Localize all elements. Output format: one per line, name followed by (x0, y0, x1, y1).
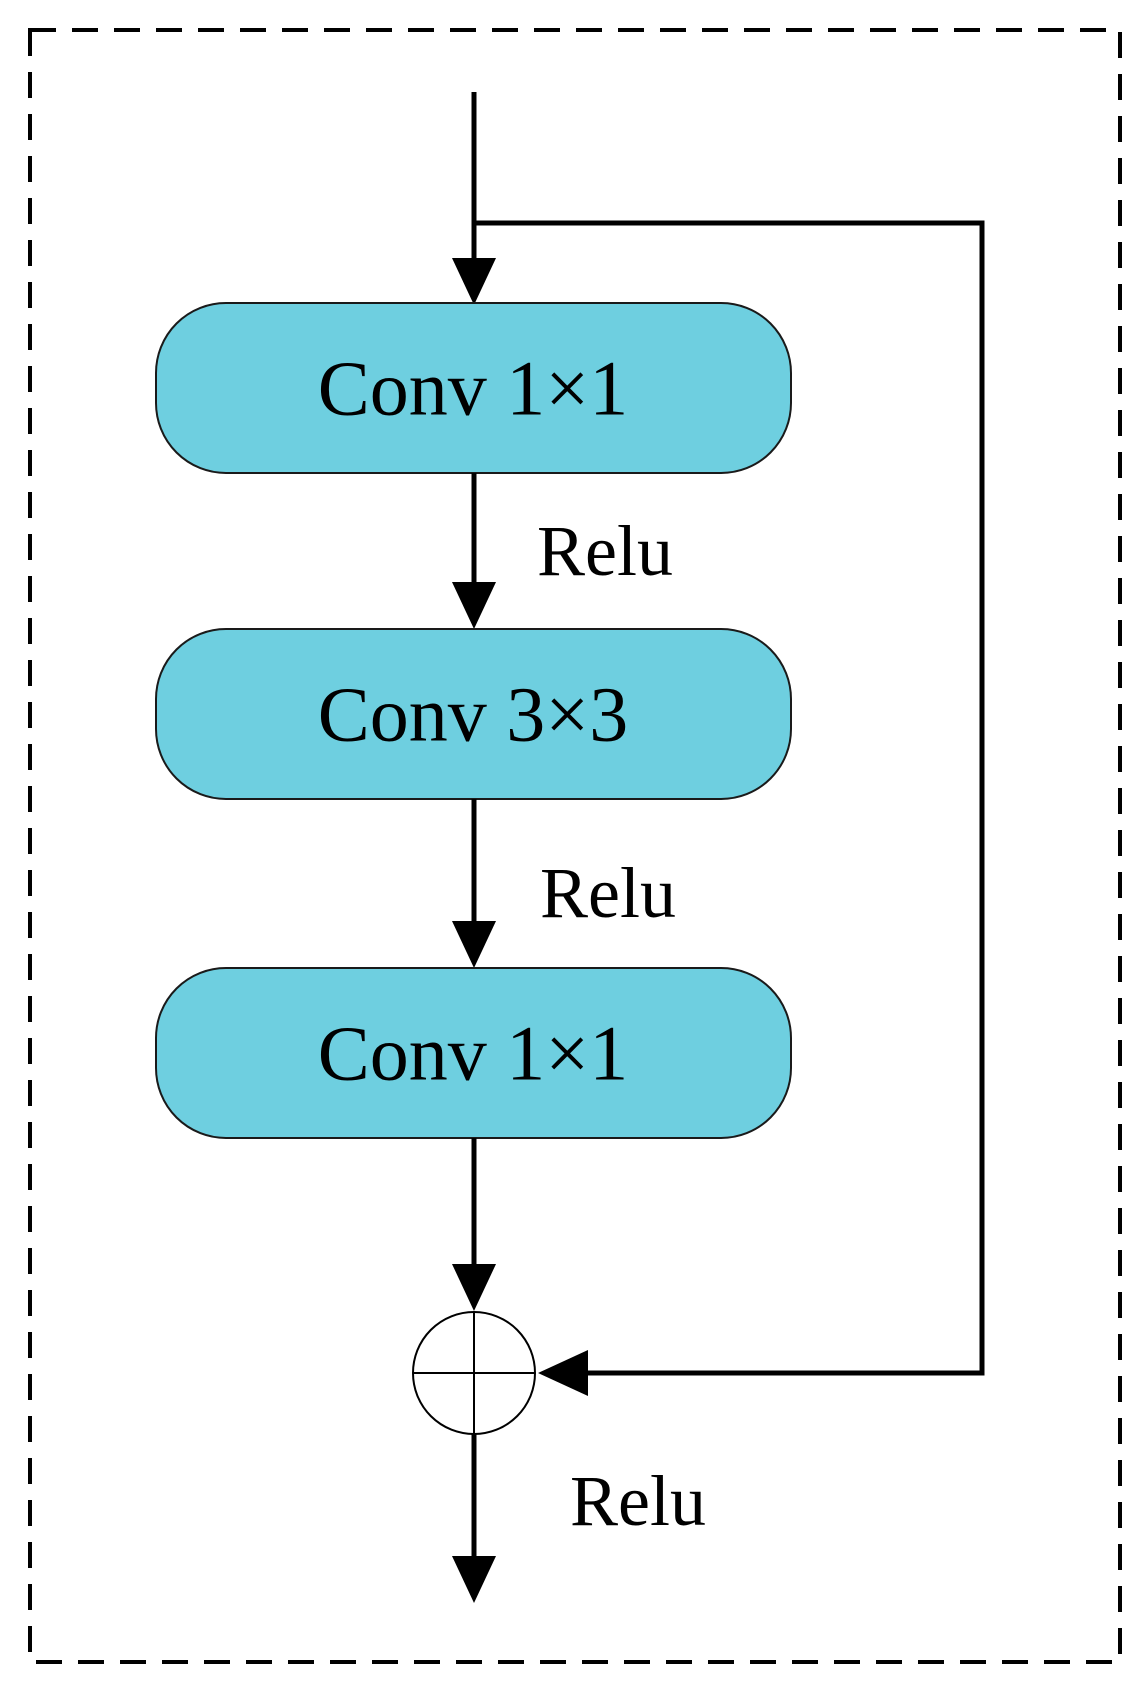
edge-label-relu-2: Relu (540, 853, 676, 933)
skip-connection (474, 220, 985, 1376)
add-circle-icon (412, 1311, 536, 1435)
skip-arrowhead (538, 1350, 588, 1396)
conv-box-1-label: Conv 1×1 (318, 345, 629, 432)
conv-box-3-label: Conv 1×1 (318, 1010, 629, 1097)
output-arrowhead (452, 1556, 496, 1603)
input-arrowhead (452, 258, 496, 305)
edge-label-relu-3: Relu (570, 1461, 706, 1541)
edge-conv2-conv3-arrowhead (452, 921, 496, 968)
edge-label-relu-1: Relu (537, 511, 673, 591)
edge-conv3-add-arrowhead (452, 1264, 496, 1311)
edge-conv1-conv2-arrowhead (452, 582, 496, 629)
block-frame (28, 28, 1122, 1664)
conv-box-2-label: Conv 3×3 (318, 671, 629, 758)
